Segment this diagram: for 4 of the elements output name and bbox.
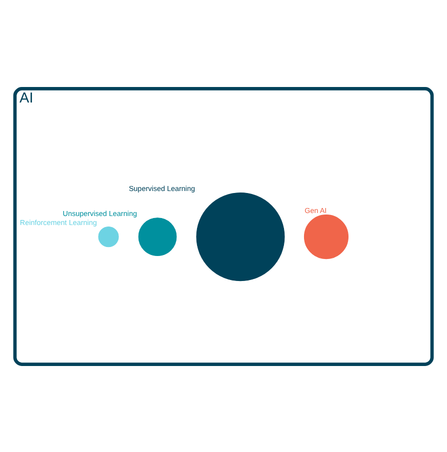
node-circle xyxy=(138,217,177,256)
node-circle xyxy=(304,214,348,259)
node-circle xyxy=(196,192,285,281)
node-circle xyxy=(98,226,119,247)
